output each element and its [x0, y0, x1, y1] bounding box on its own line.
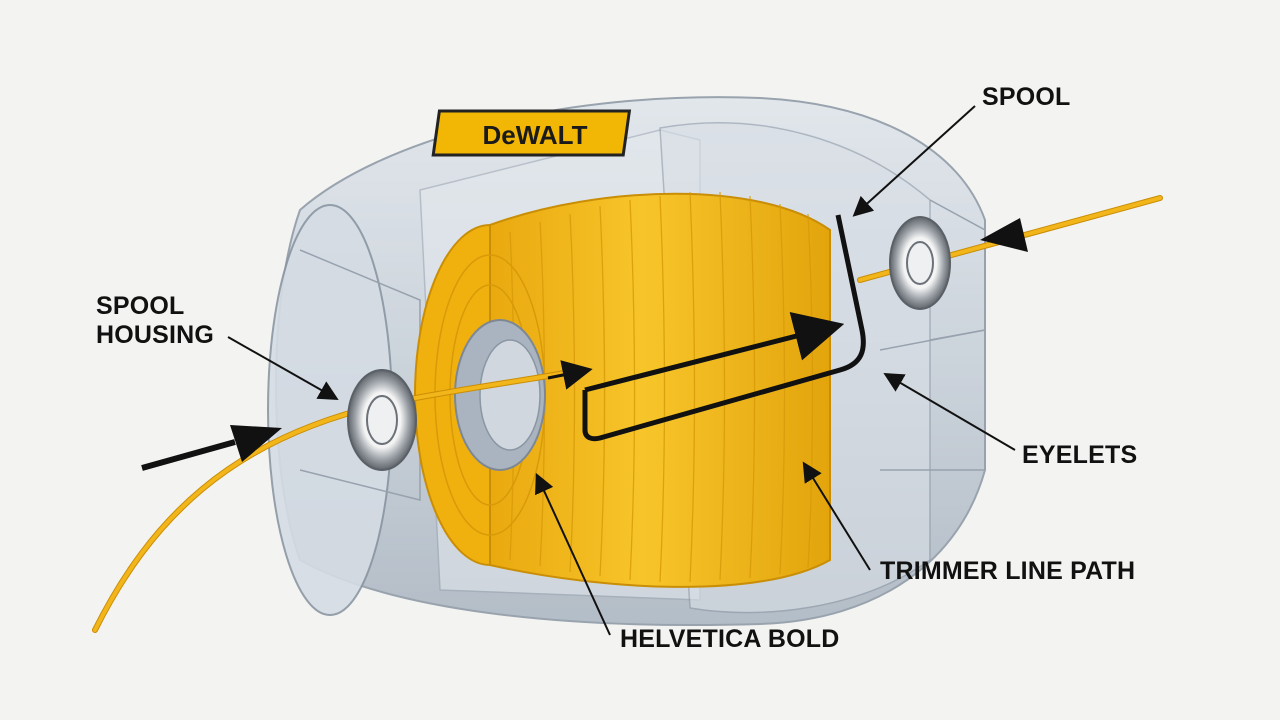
label-helvetica-bold: HELVETICA BOLD: [620, 625, 840, 653]
line-path-arrow: [547, 214, 866, 442]
label-eyelets: EYELETS: [1022, 441, 1138, 469]
svg-text:DeWALT: DeWALT: [483, 120, 588, 150]
dewalt-logo: DeWALT: [431, 109, 632, 157]
exit-arrow: [980, 218, 1028, 252]
entry-arrow: [141, 425, 282, 471]
leader-lines: [227, 105, 1016, 636]
spool: [414, 191, 831, 588]
eyelet-right: [889, 216, 951, 310]
leader-eyelets: [883, 372, 1016, 451]
leader-spool-housing: [227, 336, 339, 400]
leader-helvetica-bold: [535, 472, 611, 636]
label-spool-housing: SPOOL HOUSING: [96, 292, 214, 350]
leader-spool: [852, 105, 976, 217]
label-spool-housing-line2: HOUSING: [96, 321, 215, 349]
eyelet-left: [347, 369, 417, 471]
leader-trimmer-line-path: [802, 461, 871, 571]
label-trimmer-line-path: TRIMMER LINE PATH: [880, 557, 1136, 585]
label-spool-housing-line1: SPOOL: [96, 292, 185, 320]
label-spool: SPOOL: [982, 83, 1071, 111]
